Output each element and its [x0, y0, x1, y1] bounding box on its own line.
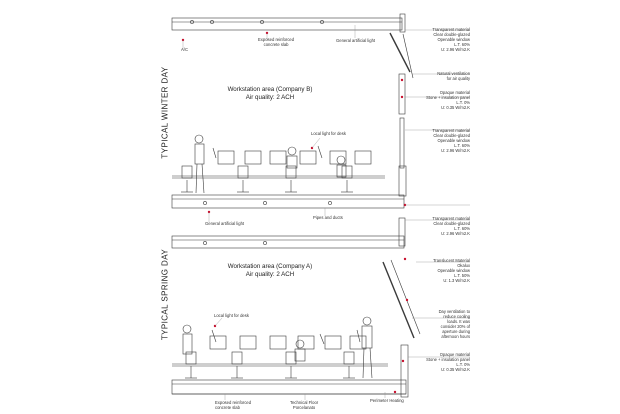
spec-winter-window-top: Transparent material Clear double-glazed… [410, 27, 470, 52]
spec-line: loads. It was [447, 319, 470, 325]
winter-floor-slab [171, 194, 405, 209]
winter-title-line2: Air quality: 2 ACH [245, 94, 295, 101]
winter-ac-label: A/C [181, 47, 188, 52]
spec-spring-day-ventilation: Day ventilation to reduce cooling loads.… [410, 309, 470, 340]
spec-line: Clear double-glazed [433, 133, 470, 139]
spec-line: U: 0.35 W/m2.K [441, 105, 470, 111]
spec-line: Opaque material [439, 90, 470, 95]
spec-line: Natural ventilation [437, 71, 470, 76]
spec-spring-window: Transparent material Clear double-glazed… [410, 216, 470, 236]
spec-line: consider 20% of [440, 324, 470, 330]
winter-top-slab [171, 17, 403, 31]
spec-spring-opaque: Opaque material Stone + insulation panel… [400, 352, 470, 372]
spring-floor-slab [171, 379, 407, 395]
spring-floor-label: Technical Floor Porcelanato [290, 400, 318, 410]
winter-side-label: TYPICAL WINTER DAY [160, 66, 170, 159]
spring-slab-line1: Exposed reinforced [215, 400, 252, 405]
spec-line: afternoon hours [441, 334, 470, 340]
spec-winter-ventilation: Natural ventilation for air quality [410, 71, 470, 81]
winter-general-light-top: General artificial light [336, 38, 376, 43]
spec-winter-opaque: Opaque material Stone + insulation panel… [400, 90, 470, 110]
winter-general-light-bottom: General artificial light [205, 221, 245, 226]
spring-title-line2: Air quality: 2 ACH [245, 271, 295, 278]
spring-floor-line1: Technical Floor [290, 400, 319, 405]
spec-line: L.T. 50% [454, 273, 470, 279]
spec-line: Stone + insulation panel [426, 95, 470, 101]
spec-line: U: 0.35 W/m2.K [441, 367, 470, 373]
winter-openable-window [389, 32, 411, 73]
leader-lines [182, 25, 470, 400]
spring-slab-line2: concrete slab [215, 405, 240, 410]
spec-line: U: 2.96 W/m2.K [441, 231, 470, 237]
spec-line: Opaque material [439, 352, 470, 357]
spec-line: Day ventilation to [438, 309, 470, 314]
winter-slab-line1: Exposed reinforced [258, 37, 295, 42]
spec-winter-window-mid: Transparent material Clear double-glazed… [410, 128, 470, 153]
spec-line: L.T. 0% [456, 100, 470, 106]
winter-local-light: Local light for desk [311, 131, 346, 136]
spec-line: Okalux [457, 263, 470, 269]
winter-facade-lower [398, 165, 407, 197]
spec-line: Openable window [437, 268, 470, 274]
winter-section [171, 13, 414, 209]
spec-line: reduce cooling [443, 314, 470, 320]
spring-title-line1: Workstation area (Company A) [227, 263, 313, 270]
spring-slab-label: Exposed reinforced concrete slab [215, 400, 251, 410]
spec-line: U: 2.96 W/m2.K [441, 47, 470, 53]
spring-local-light: Local light for desk [214, 313, 249, 318]
spring-title: Workstation area (Company A) Air quality… [195, 263, 345, 279]
spring-heating-label: Perimeter Heating [370, 398, 404, 403]
winter-top-facade [399, 13, 406, 33]
spring-top-slab [171, 235, 405, 249]
spring-section [171, 217, 421, 398]
winter-title: Workstation area (Company B) Air quality… [195, 86, 345, 102]
spec-line: Openable window [437, 37, 470, 43]
spec-line: aperture during [442, 329, 470, 335]
spec-line: Transparent material [432, 27, 470, 32]
spring-facade-opaque [400, 344, 409, 398]
winter-slab-line2: concrete slab [263, 42, 289, 47]
spec-line: L.T. 0% [456, 362, 470, 368]
spec-line: Transparent material [432, 216, 470, 221]
spec-line: L.T. 60% [454, 143, 470, 149]
winter-facade-opaque [398, 73, 406, 115]
spec-line: L.T. 60% [454, 226, 470, 232]
spec-line: L.T. 60% [454, 42, 470, 48]
spring-side-label: TYPICAL SPRING DAY [160, 248, 170, 341]
winter-title-line1: Workstation area (Company B) [227, 86, 313, 93]
spring-okalux-window [382, 261, 415, 339]
spec-spring-okalux: Translucent Material Okalux Openable win… [410, 258, 470, 283]
spec-line: Openable window [437, 138, 470, 144]
spring-floor-line2: Porcelanato [292, 405, 316, 410]
spec-line: Translucent Material [433, 258, 470, 263]
winter-pipes-label: Pipes and ducts [313, 215, 343, 220]
winter-facade-glazed [399, 117, 405, 169]
spec-line: Transparent material [432, 128, 470, 133]
spec-line: Clear double-glazed [433, 32, 470, 38]
spec-line: U: 1.3 W/m2.K [443, 278, 470, 284]
winter-slab-label: Exposed reinforced concrete slab [258, 37, 294, 47]
spec-line: Clear double-glazed [433, 221, 470, 227]
spec-line: Stone + insulation panel [426, 357, 470, 363]
spec-line: U: 2.96 W/m2.K [441, 148, 470, 154]
spec-line: for air quality [446, 76, 470, 82]
